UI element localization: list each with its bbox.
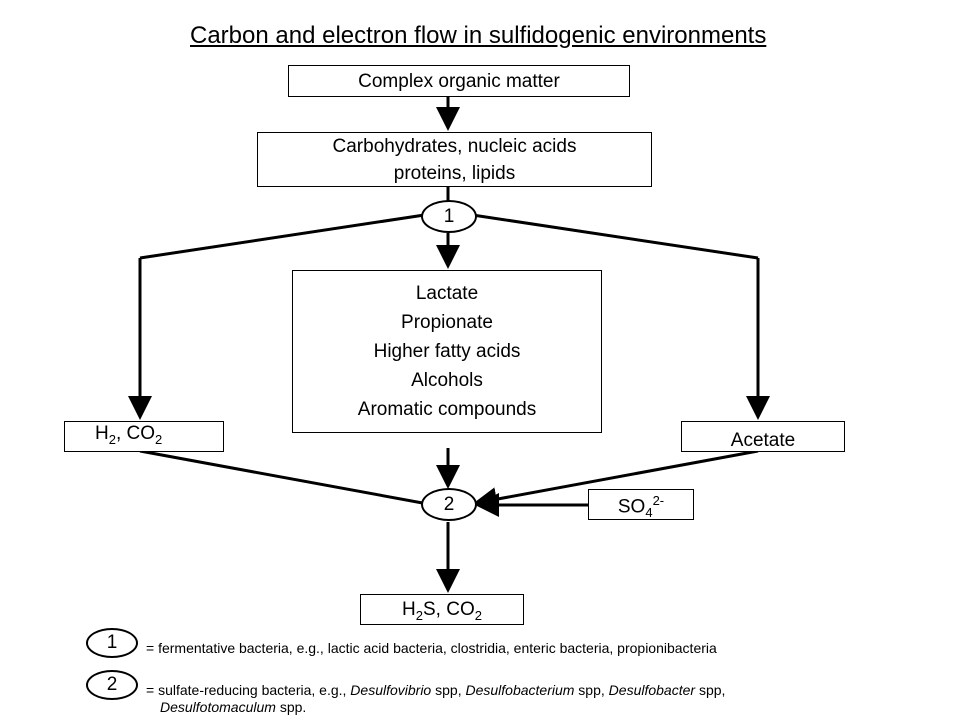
line-h2co2-to-node2 xyxy=(139,449,429,506)
legend-node-1-label: 1 xyxy=(106,632,118,653)
line-node1-right xyxy=(465,212,759,260)
acetate-label: Acetate xyxy=(730,430,796,451)
polymers-label-line2: proteins, lipids xyxy=(393,162,516,184)
h2-co2-box: H2, CO2 xyxy=(64,421,224,452)
node-2-label: 2 xyxy=(443,493,455,515)
polymers-label-line1: Carbohydrates, nucleic acids xyxy=(332,135,577,157)
intermediate-aromatic-compounds: Aromatic compounds xyxy=(357,399,537,420)
node-1-fermentative: 1 xyxy=(421,200,477,233)
arrow-acetate-to-node2 xyxy=(473,449,759,511)
diagram-title: Carbon and electron flow in sulfidogenic… xyxy=(190,22,767,49)
line-node1-left xyxy=(139,212,432,260)
products-box: H2S, CO2 xyxy=(360,594,524,625)
acetate-box: Acetate xyxy=(681,421,845,452)
sulfate-label: SO42- xyxy=(617,492,665,521)
intermediates-box: Lactate Propionate Higher fatty acids Al… xyxy=(292,270,602,433)
intermediate-higher-fatty-acids: Higher fatty acids xyxy=(373,341,521,362)
legend-fermentative-text: = fermentative bacteria, e.g., lactic ac… xyxy=(146,640,717,656)
intermediate-propionate: Propionate xyxy=(401,312,493,333)
node-2-sulfate-reducing: 2 xyxy=(421,488,477,521)
legend-node-1: 1 xyxy=(86,628,138,658)
h2-co2-label: H2, CO2 xyxy=(95,423,163,447)
complex-organic-matter-box: Complex organic matter xyxy=(288,65,630,97)
intermediate-alcohols: Alcohols xyxy=(411,370,483,391)
intermediate-lactate: Lactate xyxy=(415,283,479,304)
legend-node-2: 2 xyxy=(86,670,138,700)
polymers-box: Carbohydrates, nucleic acids proteins, l… xyxy=(257,132,652,187)
legend-sulfate-reducing-text: = sulfate-reducing bacteria, e.g., Desul… xyxy=(146,682,726,698)
node-1-label: 1 xyxy=(443,205,455,227)
products-label: H2S, CO2 xyxy=(402,599,482,623)
sulfate-box: SO42- xyxy=(588,489,694,520)
complex-organic-matter-label: Complex organic matter xyxy=(358,70,560,92)
legend-node-2-label: 2 xyxy=(106,674,118,695)
legend-sulfate-reducing-text-line2: Desulfotomaculum spp. xyxy=(160,699,307,715)
